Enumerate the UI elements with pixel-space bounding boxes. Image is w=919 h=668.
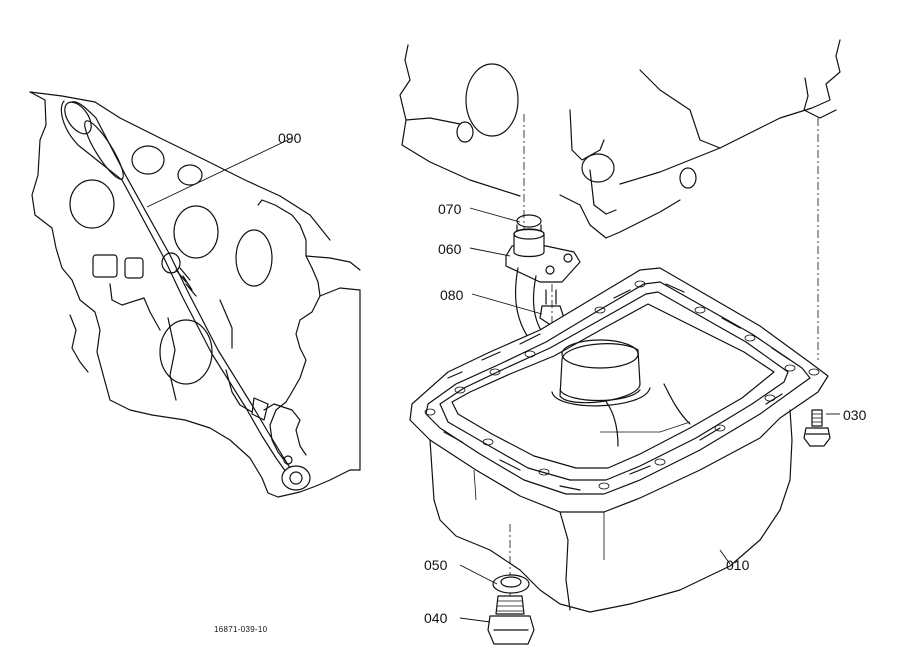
drain-plug-040 [487,595,535,645]
callout-050: 050 [424,557,448,573]
oil-strainer-070-060-080 [505,214,581,369]
callout-010: 010 [726,557,750,573]
callout-080: 080 [440,287,464,303]
engine-block-side-view [29,91,361,498]
callout-030: 030 [843,407,867,423]
gasket-050 [492,574,530,594]
oil-pan-010 [409,267,829,613]
engine-block-bottom-view [399,39,841,360]
callout-060: 060 [438,241,462,257]
drawing-number: 16871-039-10 [214,625,268,634]
bolt-030 [803,409,831,447]
callout-090: 090 [278,130,302,146]
leader-lines [459,207,840,623]
callout-040: 040 [424,610,448,626]
callout-070: 070 [438,201,462,217]
